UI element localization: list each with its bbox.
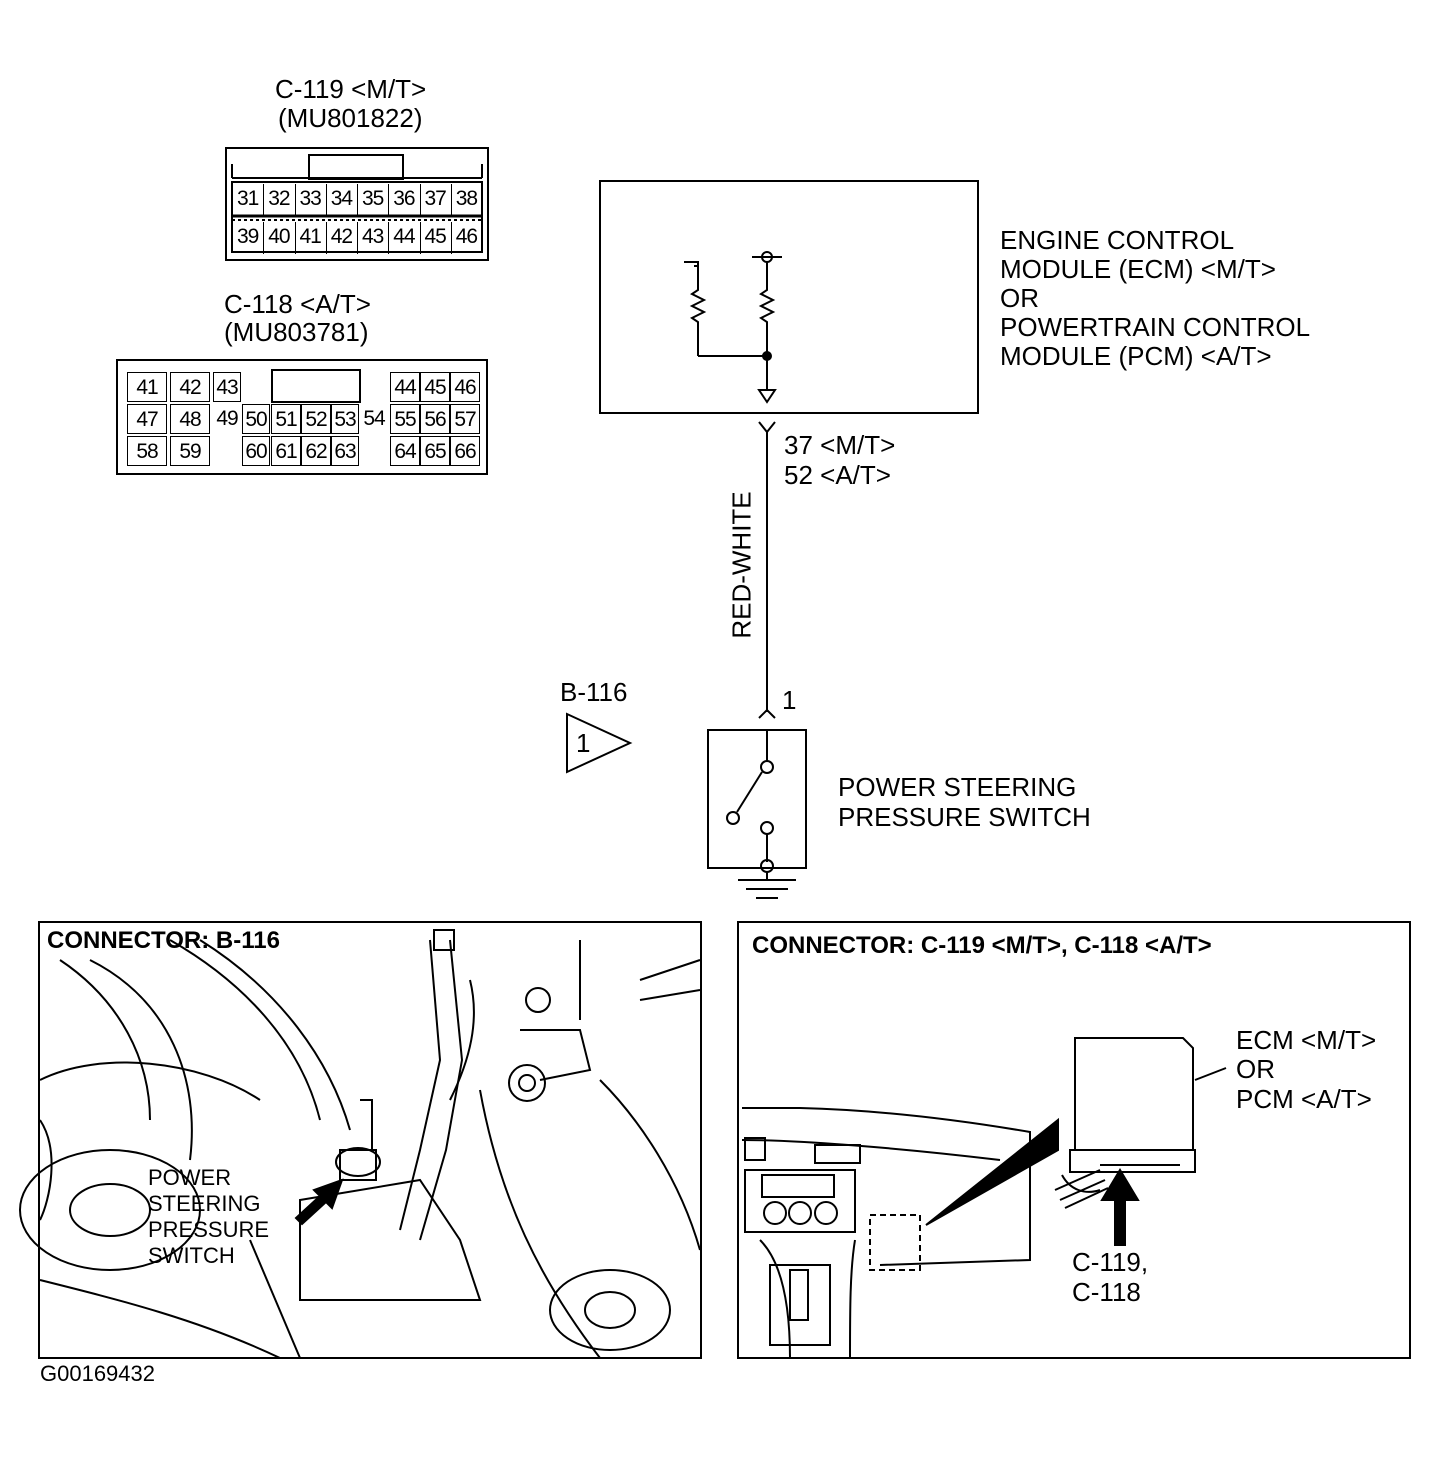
c118-pin: 53	[331, 404, 359, 434]
c118-pin: 57	[450, 404, 480, 434]
c119-pin: 42	[326, 222, 358, 254]
c119-pin: 43	[357, 222, 390, 254]
c119-pin: 46	[455, 225, 478, 248]
c118-pin: 56	[420, 404, 450, 434]
wire-color-label: RED-WHITE	[726, 491, 757, 639]
c119-pin: 44	[388, 222, 421, 254]
c119-pin: 41	[295, 222, 327, 254]
left-callout-1: POWER	[148, 1165, 232, 1190]
c118-pin: 46	[450, 372, 480, 402]
c118-pin: 42	[170, 372, 210, 402]
c118-pin: 43	[213, 372, 241, 402]
c118-pin: 49	[216, 407, 238, 430]
c118-pin: 64	[390, 436, 420, 466]
left-panel-title: CONNECTOR: B-116	[47, 927, 280, 954]
right-panel-title: CONNECTOR: C-119 <M/T>, C-118 <A/T>	[752, 932, 1212, 959]
c118-pin: 54	[363, 407, 385, 430]
right-module-label-3: PCM <A/T>	[1236, 1084, 1372, 1114]
c118-pin: 58	[127, 436, 167, 466]
c118-pin: 52	[301, 404, 331, 434]
c118-pin: 66	[450, 436, 480, 466]
c118-pin: 63	[331, 436, 359, 466]
c118-pin: 47	[127, 404, 167, 434]
c119-pin: 39	[232, 222, 265, 254]
c119-pin: 37	[420, 184, 452, 216]
wire-red-white	[758, 421, 776, 719]
module-label-1: ENGINE CONTROL	[1000, 225, 1235, 255]
c118-pin: 55	[390, 404, 420, 434]
right-connector-label-2: C-118	[1072, 1277, 1141, 1307]
c119-pin: 32	[263, 184, 296, 216]
switch-pin-number: 1	[782, 685, 797, 715]
left-callout-2: STEERING	[148, 1191, 261, 1216]
c118-pin: 41	[127, 372, 167, 402]
c119-connector-outline	[225, 147, 489, 261]
left-callout-3: PRESSURE	[148, 1217, 270, 1242]
c118-pin: 45	[420, 372, 450, 402]
right-module-label-2: OR	[1236, 1054, 1275, 1084]
c118-pin: 59	[170, 436, 210, 466]
c118-connector-outline	[116, 359, 488, 475]
module-label-2: MODULE (ECM) <M/T>	[1000, 254, 1276, 284]
terminal-at: 52 <A/T>	[784, 460, 891, 490]
c119-part-number: (MU801822)	[278, 103, 423, 133]
c118-pin: 48	[170, 404, 210, 434]
c118-pin: 61	[271, 436, 301, 466]
c118-pin: 44	[390, 372, 420, 402]
c119-pin: 38	[455, 187, 478, 210]
c119-pin: 40	[263, 222, 296, 254]
connector-badge-triangle	[566, 712, 633, 774]
left-callout-4: SWITCH	[148, 1243, 235, 1268]
switch-label-1: POWER STEERING	[838, 772, 1077, 802]
right-connector-label-1: C-119,	[1072, 1247, 1149, 1277]
c118-pin: 50	[242, 404, 270, 434]
c119-title: C-119 <M/T>	[275, 74, 427, 104]
module-label-5: MODULE (PCM) <A/T>	[1000, 341, 1272, 371]
c119-pin: 33	[295, 184, 327, 216]
c118-title: C-118 <A/T>	[224, 289, 371, 319]
right-panel-art	[737, 921, 1411, 1359]
c119-pin: 34	[326, 184, 358, 216]
c118-pin: 51	[271, 404, 301, 434]
switch-box	[707, 729, 807, 899]
c118-part-number: (MU803781)	[224, 317, 369, 347]
c118-pin: 60	[242, 436, 270, 466]
terminal-mt: 37 <M/T>	[784, 430, 896, 460]
left-panel-art	[19, 921, 702, 1359]
c119-pin: 35	[357, 184, 390, 216]
right-module-label-1: ECM <M/T>	[1236, 1025, 1377, 1055]
b116-connector-id: B-116	[560, 677, 628, 707]
c118-pin: 62	[301, 436, 331, 466]
module-label-4: POWERTRAIN CONTROL	[1000, 312, 1311, 342]
figure-id: G00169432	[40, 1361, 155, 1386]
module-label-3: OR	[1000, 283, 1039, 313]
switch-label-2: PRESSURE SWITCH	[838, 802, 1091, 832]
c119-pin: 36	[388, 184, 421, 216]
c119-pin: 31	[232, 184, 265, 216]
connector-badge-number: 1	[576, 728, 591, 758]
c119-pin: 45	[420, 222, 452, 254]
module-box	[599, 180, 979, 414]
c118-pin: 65	[420, 436, 450, 466]
